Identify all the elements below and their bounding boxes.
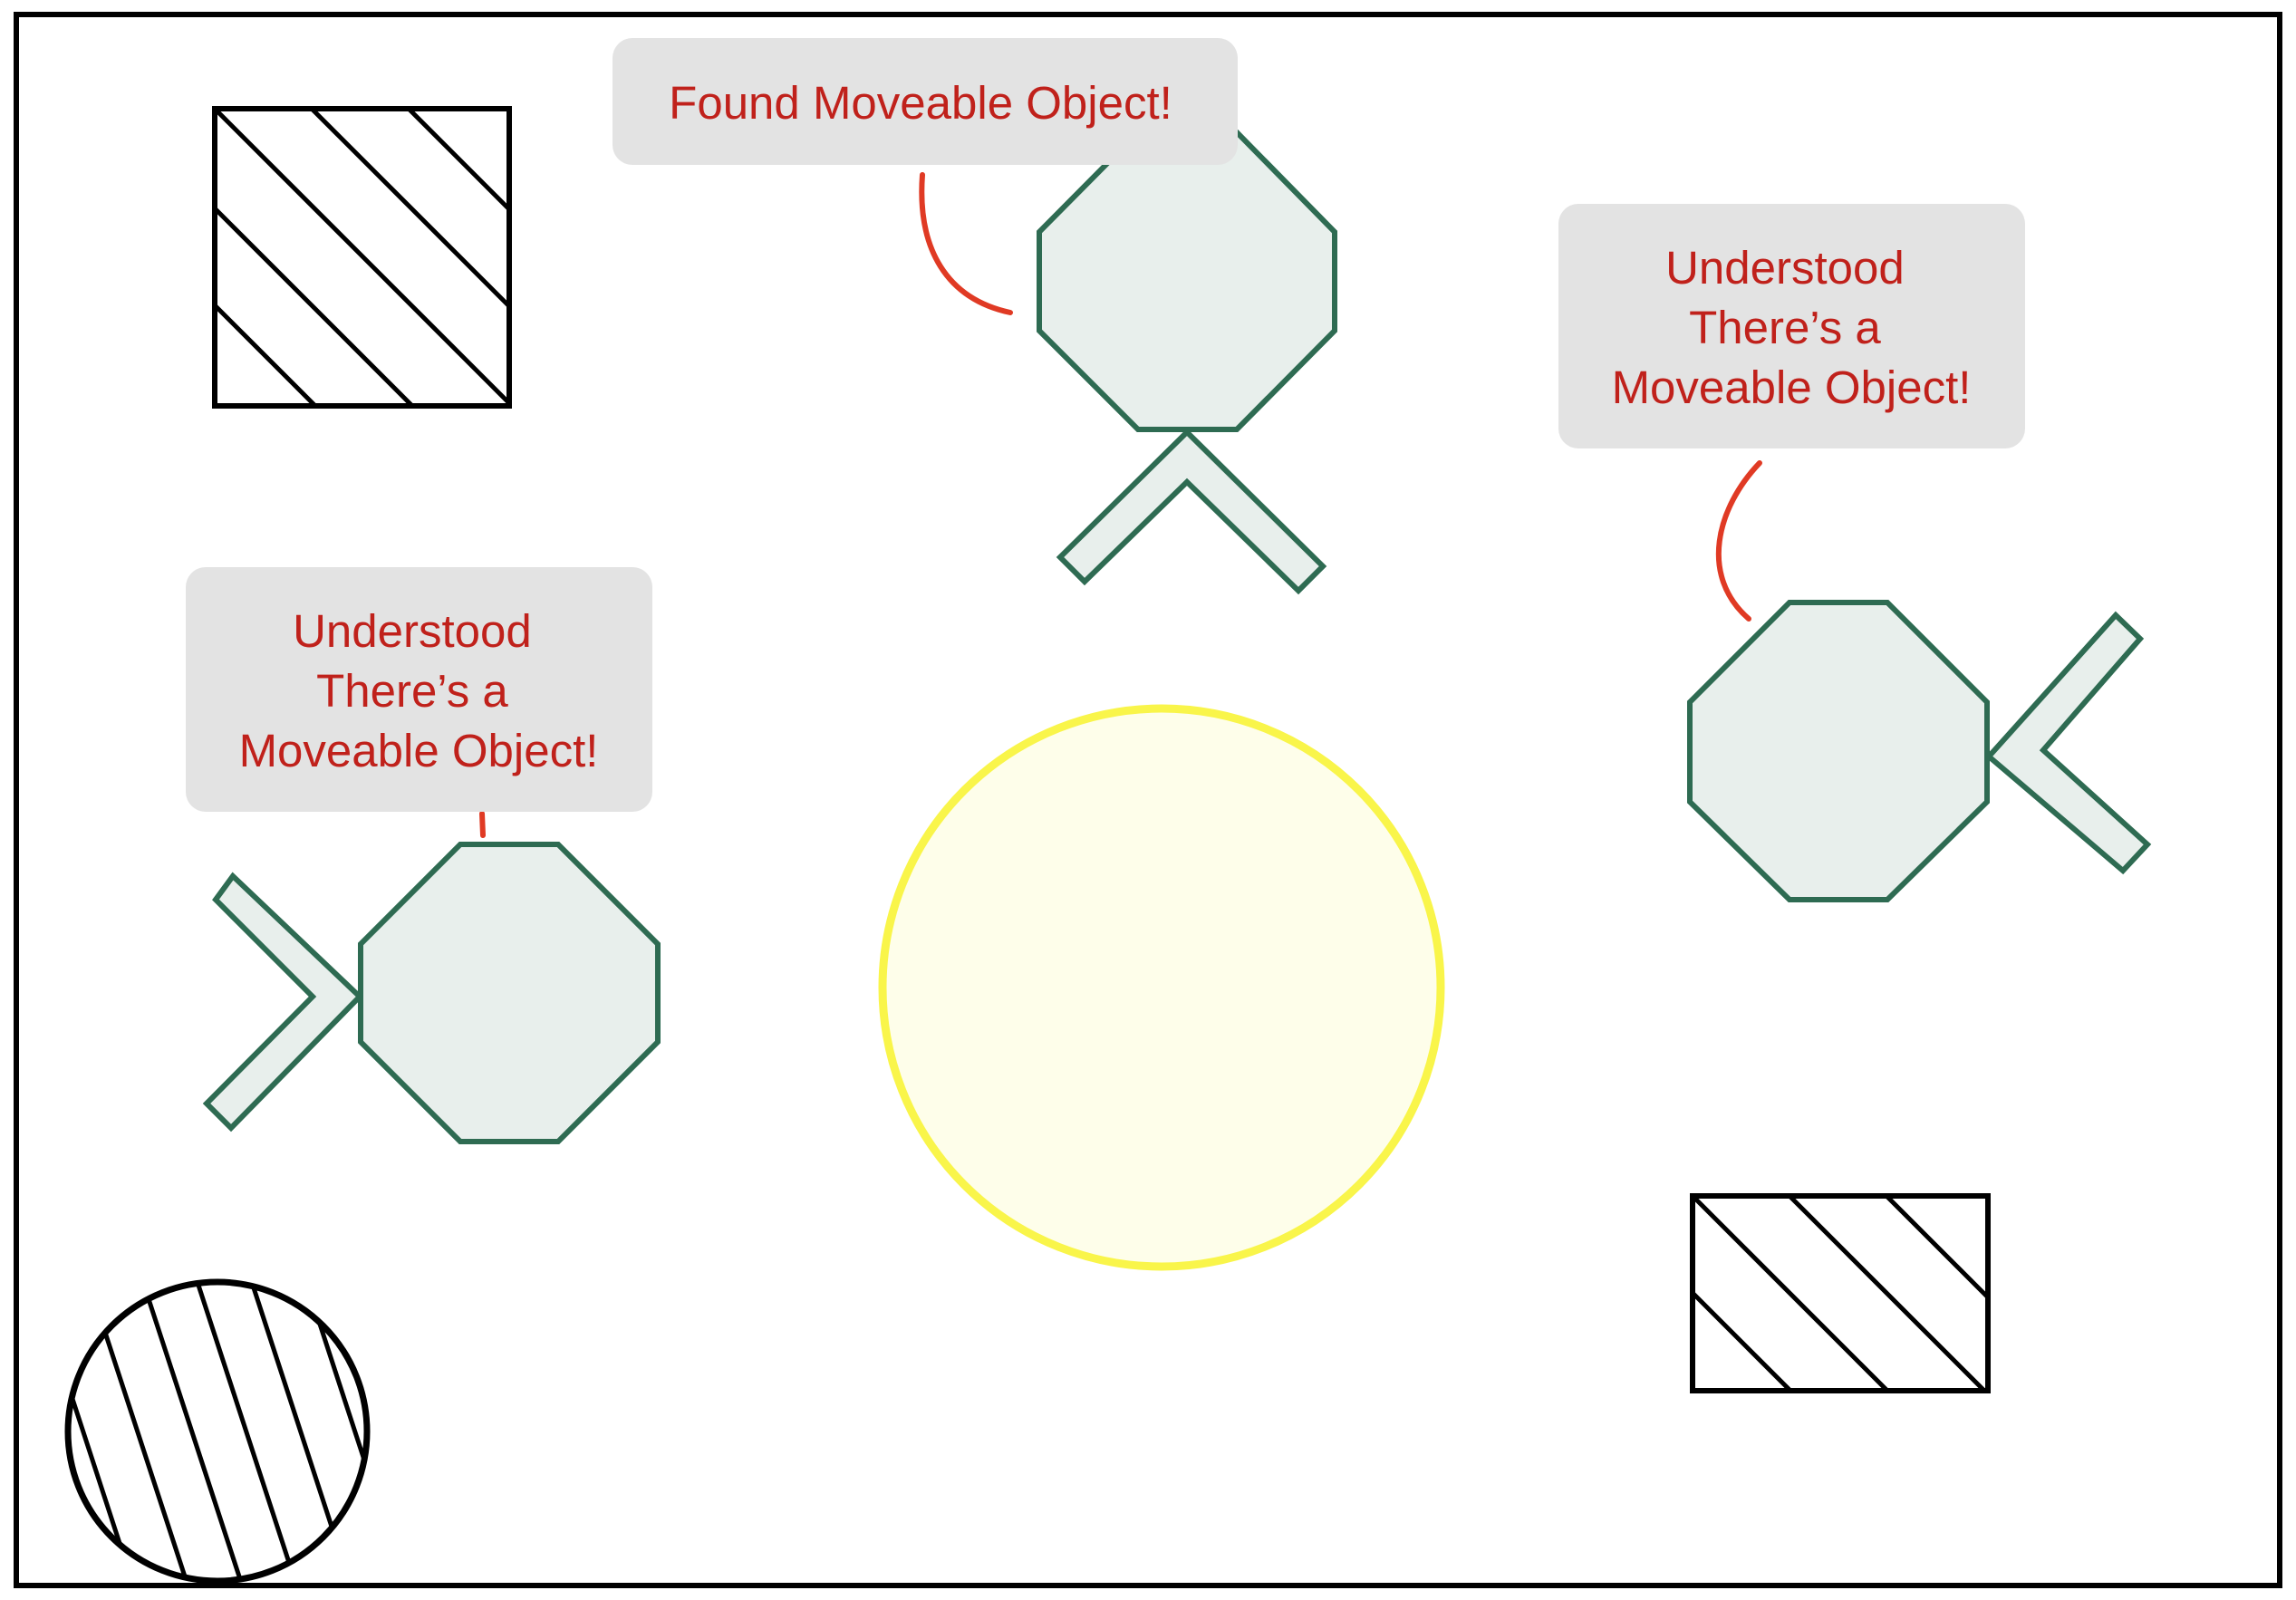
speech-bubble-right-text: Understood There’s a Moveable Object! bbox=[1612, 242, 1972, 413]
speech-bubble-top-text: Found Moveable Object! bbox=[669, 77, 1172, 129]
robot-top bbox=[1037, 130, 1337, 595]
speech-bubble-top-connector bbox=[919, 172, 1013, 315]
speech-bubble-top: Found Moveable Object! bbox=[613, 38, 1238, 315]
robot-right-body bbox=[1687, 600, 1990, 902]
obstacle-hatched-square bbox=[212, 106, 512, 409]
moveable-object-target bbox=[878, 704, 1445, 1271]
speech-bubble-right-line-3: Moveable Object! bbox=[1612, 361, 1972, 413]
robot-top-body bbox=[1037, 130, 1337, 432]
speech-bubble-left-box bbox=[186, 567, 652, 812]
robot-top-arrow bbox=[1056, 428, 1327, 595]
speech-bubble-top-line-1: Found Moveable Object! bbox=[669, 77, 1172, 129]
speech-bubble-left-line-3: Moveable Object! bbox=[239, 725, 599, 776]
robot-right-arrow bbox=[1984, 611, 2152, 875]
robot-left-arrow bbox=[202, 872, 364, 1133]
robot-left bbox=[202, 842, 661, 1144]
robot-left-body bbox=[358, 842, 661, 1144]
speech-bubble-left-line-1: Understood bbox=[293, 605, 532, 657]
robot-right bbox=[1687, 600, 2152, 902]
obstacle-hatched-rectangle bbox=[1690, 1193, 1991, 1393]
speech-bubble-right: Understood There’s a Moveable Object! bbox=[1558, 204, 2025, 622]
speech-bubble-left-text: Understood There’s a Moveable Object! bbox=[239, 605, 599, 776]
speech-bubble-right-box bbox=[1558, 204, 2025, 448]
speech-bubble-right-line-1: Understood bbox=[1665, 242, 1905, 294]
speech-bubble-left-connector bbox=[479, 811, 486, 838]
speech-bubble-left-line-2: There’s a bbox=[316, 665, 508, 717]
speech-bubble-left: Understood There’s a Moveable Object! bbox=[186, 567, 652, 838]
speech-bubble-top-box bbox=[613, 38, 1238, 165]
speech-bubble-right-line-2: There’s a bbox=[1689, 302, 1881, 353]
speech-bubble-right-connector bbox=[1715, 460, 1762, 622]
